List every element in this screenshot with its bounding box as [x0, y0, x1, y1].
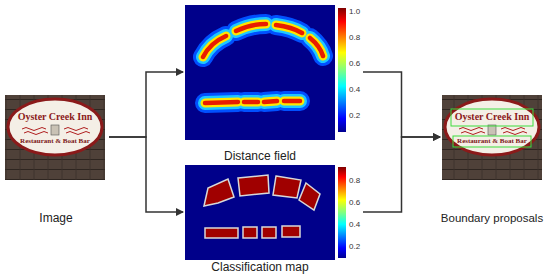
shingle-wall	[442, 95, 542, 180]
image-panel: Classification map	[183, 163, 363, 274]
panel-caption: Image	[3, 211, 109, 225]
text-regions	[204, 175, 320, 238]
classification-map	[185, 165, 346, 260]
colorbar-tick: 0.2	[349, 242, 363, 252]
colorbar-tick: 0.4	[349, 85, 363, 95]
sign-text: Restaurant & Boat Bar	[5, 137, 105, 146]
sign-photo	[5, 95, 105, 180]
sign-text: Restaurant & Boat Bar	[442, 137, 542, 146]
colorbar-tick: 0.6	[349, 198, 363, 208]
sign-text: Oyster Creek Inn	[442, 111, 542, 123]
colorbar-tick: 1.0	[349, 7, 363, 17]
colorbar	[338, 8, 346, 132]
flow-arrow	[109, 137, 183, 212]
heatmap-ground	[185, 165, 335, 260]
heatmap-ground	[185, 5, 335, 140]
colorbar-tick: 0.6	[349, 59, 363, 69]
colorbar-tick: 0.8	[349, 176, 363, 186]
sign-oval	[8, 99, 102, 155]
sign-photo	[442, 95, 542, 180]
sign-text: Oyster Creek Inn	[5, 111, 105, 123]
flow-arrow	[109, 72, 183, 137]
distance-field-map	[185, 5, 346, 140]
colorbar-tick: 0.2	[349, 111, 363, 121]
flow-arrow	[363, 72, 440, 137]
sign-oval	[445, 99, 539, 155]
shingle-wall	[5, 95, 105, 180]
barrel	[51, 125, 59, 135]
colorbar-tick: 0.4	[349, 220, 363, 230]
text-bands	[203, 24, 323, 103]
colorbar	[338, 167, 346, 258]
image-panel: Distance field	[183, 3, 363, 163]
panel-caption: Distance field	[183, 149, 337, 163]
flow-arrow	[363, 137, 440, 212]
panel-caption: Classification map	[183, 260, 337, 274]
colorbar-tick: 0.8	[349, 33, 363, 43]
panel-caption: Boundary proposals	[440, 211, 544, 225]
